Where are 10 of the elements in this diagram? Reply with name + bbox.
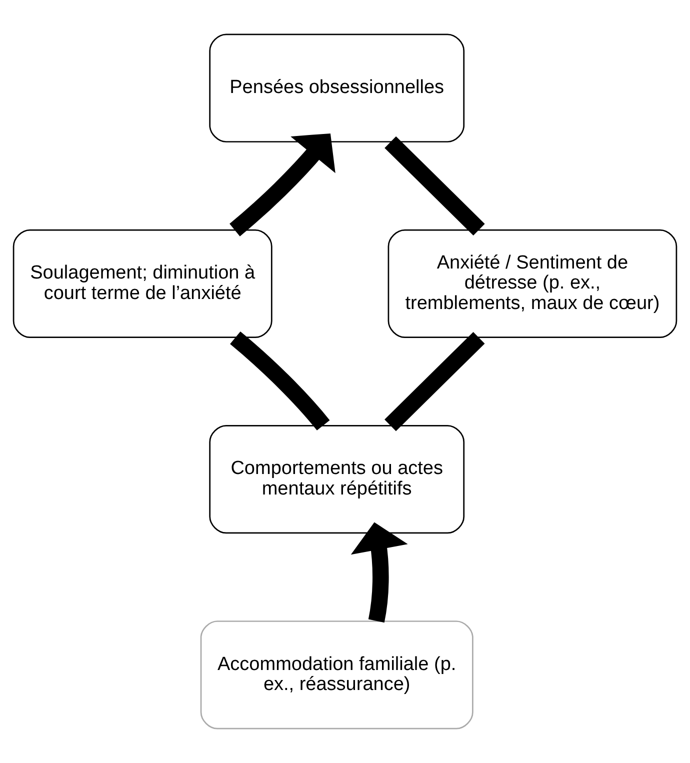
node-box: Accommodation familiale (p. ex., réassurance) — [200, 620, 474, 730]
node-box: Soulagement; diminution à court terme de l’anxiété — [12, 229, 272, 338]
arrow — [350, 522, 408, 622]
connector — [384, 136, 485, 236]
arrow — [230, 133, 336, 236]
connector — [384, 332, 485, 432]
node-box: Pensées obsessionnelles — [209, 34, 465, 142]
node-box: Anxiété / Sentiment de détresse (p. ex., tremblements, maux de cœur) — [388, 229, 678, 338]
node-box: Comportements ou actes mentaux répétitifs — [209, 424, 465, 534]
connector — [230, 332, 330, 430]
